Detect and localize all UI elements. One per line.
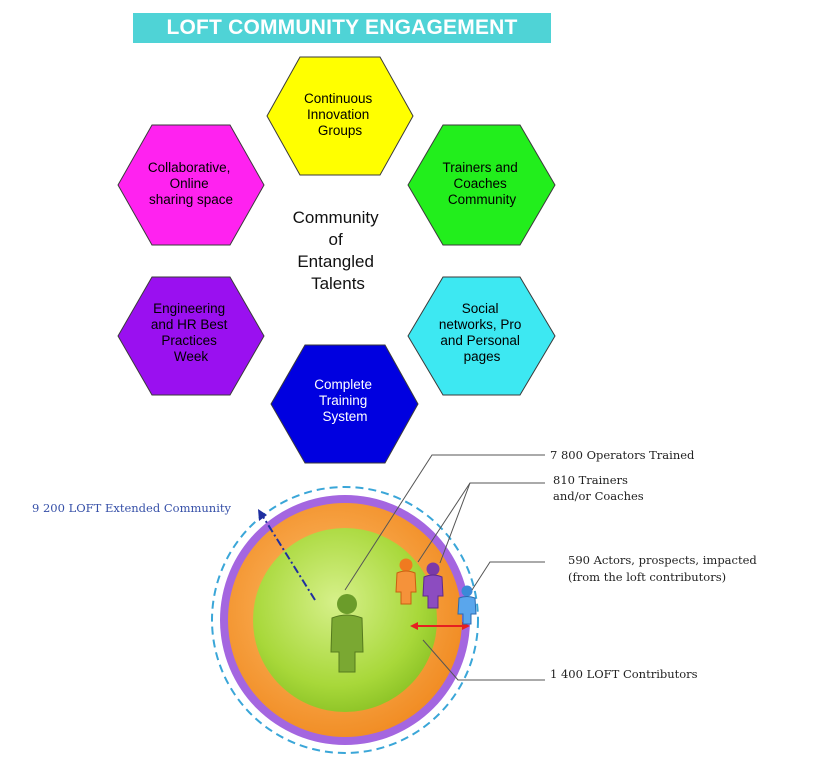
person-blue-icon <box>457 585 477 625</box>
callout-trainers-b <box>439 482 471 564</box>
hexagon-social-networks <box>407 276 556 396</box>
hexagon-continuous-innovation <box>266 56 414 176</box>
hex-label-trainers-coaches: Trainers and Coaches Community <box>442 160 521 207</box>
person-orange-icon <box>395 558 417 605</box>
hex-label-social-networks: Social networks, Pro and Personal pages <box>439 301 525 364</box>
hexagon-collaborative-online <box>117 124 265 246</box>
hexagon-engineering-hr <box>117 276 265 396</box>
annotation-extended-community: 9 200 LOFT Extended Community <box>32 501 231 515</box>
hex-label-collaborative-online: Collaborative, Online sharing space <box>148 160 234 207</box>
hexagon-complete-training <box>270 344 419 464</box>
callout-operators <box>344 454 545 591</box>
person-purple-icon <box>422 562 444 609</box>
callout-actors <box>471 561 545 591</box>
annotation-actors: 590 Actors, prospects, impacted (from th… <box>568 553 760 584</box>
radius-indicator <box>258 509 316 601</box>
hex-label-engineering-hr: Engineering and HR Best Practices Week <box>151 301 231 364</box>
person-green-icon <box>330 594 364 673</box>
extended-community-circle <box>211 486 479 754</box>
callout-contributors <box>422 639 545 681</box>
diagram-title: LOFT COMMUNITY ENGAGEMENT <box>133 13 551 43</box>
hex-label-complete-training: Complete Training System <box>314 377 376 424</box>
callout-lines <box>344 454 545 681</box>
hexagon-trainers-coaches <box>407 124 556 246</box>
annotation-contributors: 1 400 LOFT Contributors <box>550 667 698 681</box>
hex-label-continuous-innovation: Continuous Innovation Groups <box>304 91 376 138</box>
center-label: Community of Entangled Talents <box>293 208 384 293</box>
annotation-operators-trained: 7 800 Operators Trained <box>550 448 695 462</box>
annotation-trainers: 810 Trainers and/or Coaches <box>553 473 644 503</box>
